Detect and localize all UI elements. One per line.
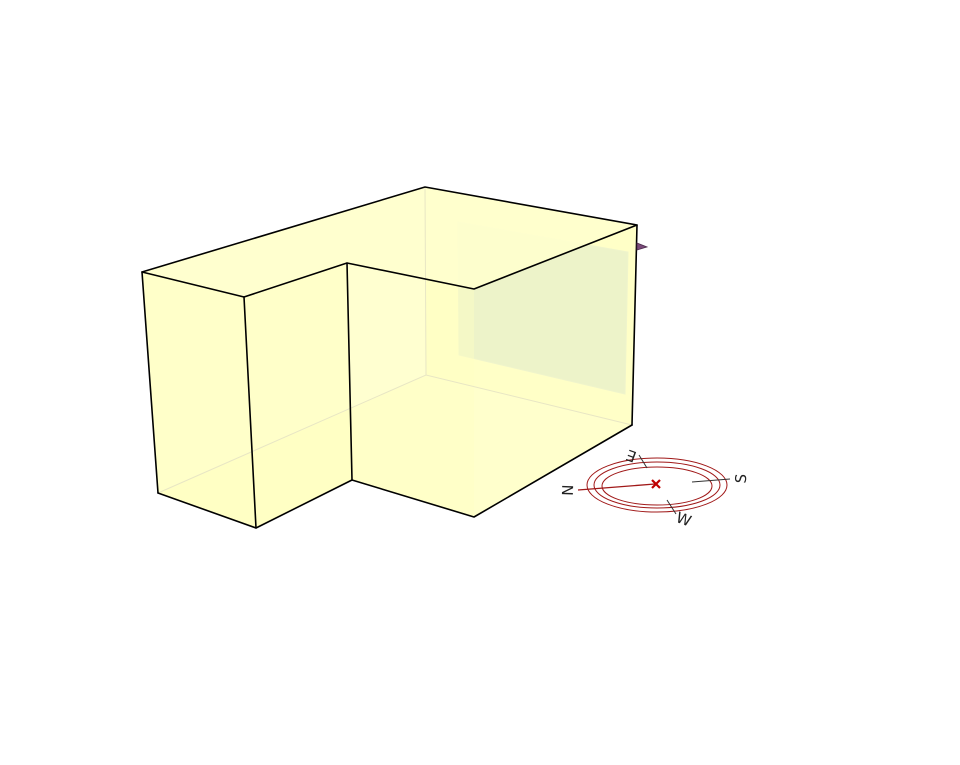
compass-east-tick — [638, 454, 648, 469]
edge-front-corner — [243, 296, 257, 529]
l-shaped-volume[interactable] — [141, 186, 649, 529]
hidden-edge-back-corner — [424, 186, 427, 376]
left-wing-front-face — [244, 263, 352, 528]
compass-label-north: N — [558, 484, 576, 496]
compass-south-tick — [691, 478, 731, 483]
roof-face — [142, 187, 637, 297]
edge-left-vertical — [141, 271, 159, 494]
left-end-face — [142, 272, 256, 528]
compass-center-icon — [651, 479, 661, 489]
edge-inner-corner — [346, 262, 353, 481]
edge-right-vertical — [631, 224, 638, 426]
bottom-outline — [157, 424, 633, 529]
inner-corner-face — [347, 263, 474, 517]
compass-inner-ring — [601, 466, 713, 506]
compass-outer-ring — [586, 457, 728, 513]
right-side-face — [474, 225, 637, 517]
section-marker[interactable] — [636, 242, 649, 251]
compass-rose[interactable]: N E S W — [558, 446, 751, 531]
compass-label-south: S — [732, 473, 751, 484]
compass-north-needle — [577, 483, 656, 491]
compass-middle-ring — [593, 461, 721, 509]
compass-west-tick — [666, 499, 677, 515]
compass-label-west: W — [674, 508, 694, 530]
